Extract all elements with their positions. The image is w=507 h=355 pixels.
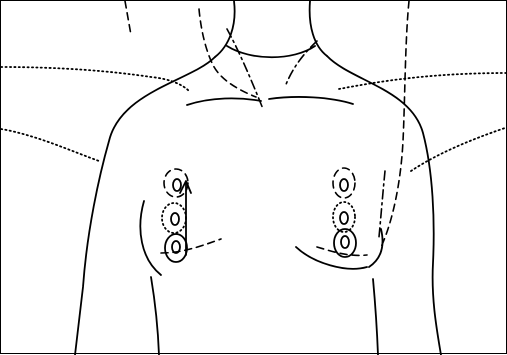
right-upper-node-ring [333, 168, 355, 198]
left-inframammary-dashed-line [161, 239, 221, 253]
right-upper-node [340, 179, 348, 191]
right-breast-fold [296, 247, 367, 269]
left-lower-node-ring [165, 234, 187, 262]
left-middle-node-ring [162, 203, 186, 233]
right-lower-node-ring [334, 229, 356, 257]
right-arm-line [373, 279, 378, 355]
right-lower-dotted-path [411, 127, 507, 171]
left-middle-node [171, 213, 179, 225]
right-middle-node [340, 212, 348, 224]
left-breast-fold [140, 201, 161, 275]
left-collarbone [187, 98, 261, 105]
right-breast-outer [369, 229, 383, 267]
left-arm-line [151, 277, 159, 355]
right-vertical-dashed-line [381, 1, 409, 247]
left-lower-dotted-path [1, 129, 99, 161]
right-node-group [333, 168, 356, 257]
right-upper-dotted-path [339, 73, 507, 89]
right-lower-node [341, 236, 349, 248]
upward-arrow-icon [180, 181, 191, 255]
left-vertical-dashed-line [125, 1, 131, 35]
left-neck-dashdot-line [227, 29, 263, 109]
left-upper-node [173, 179, 181, 191]
left-shoulder-torso-outline [75, 57, 215, 355]
right-inframammary-dashed-line [317, 247, 367, 255]
right-collarbone [269, 97, 353, 104]
neck-chin-line [227, 46, 315, 57]
right-axilla-dashdot-line [379, 171, 385, 237]
left-neck-dashed-line [199, 9, 256, 97]
right-middle-node-ring [333, 202, 355, 232]
